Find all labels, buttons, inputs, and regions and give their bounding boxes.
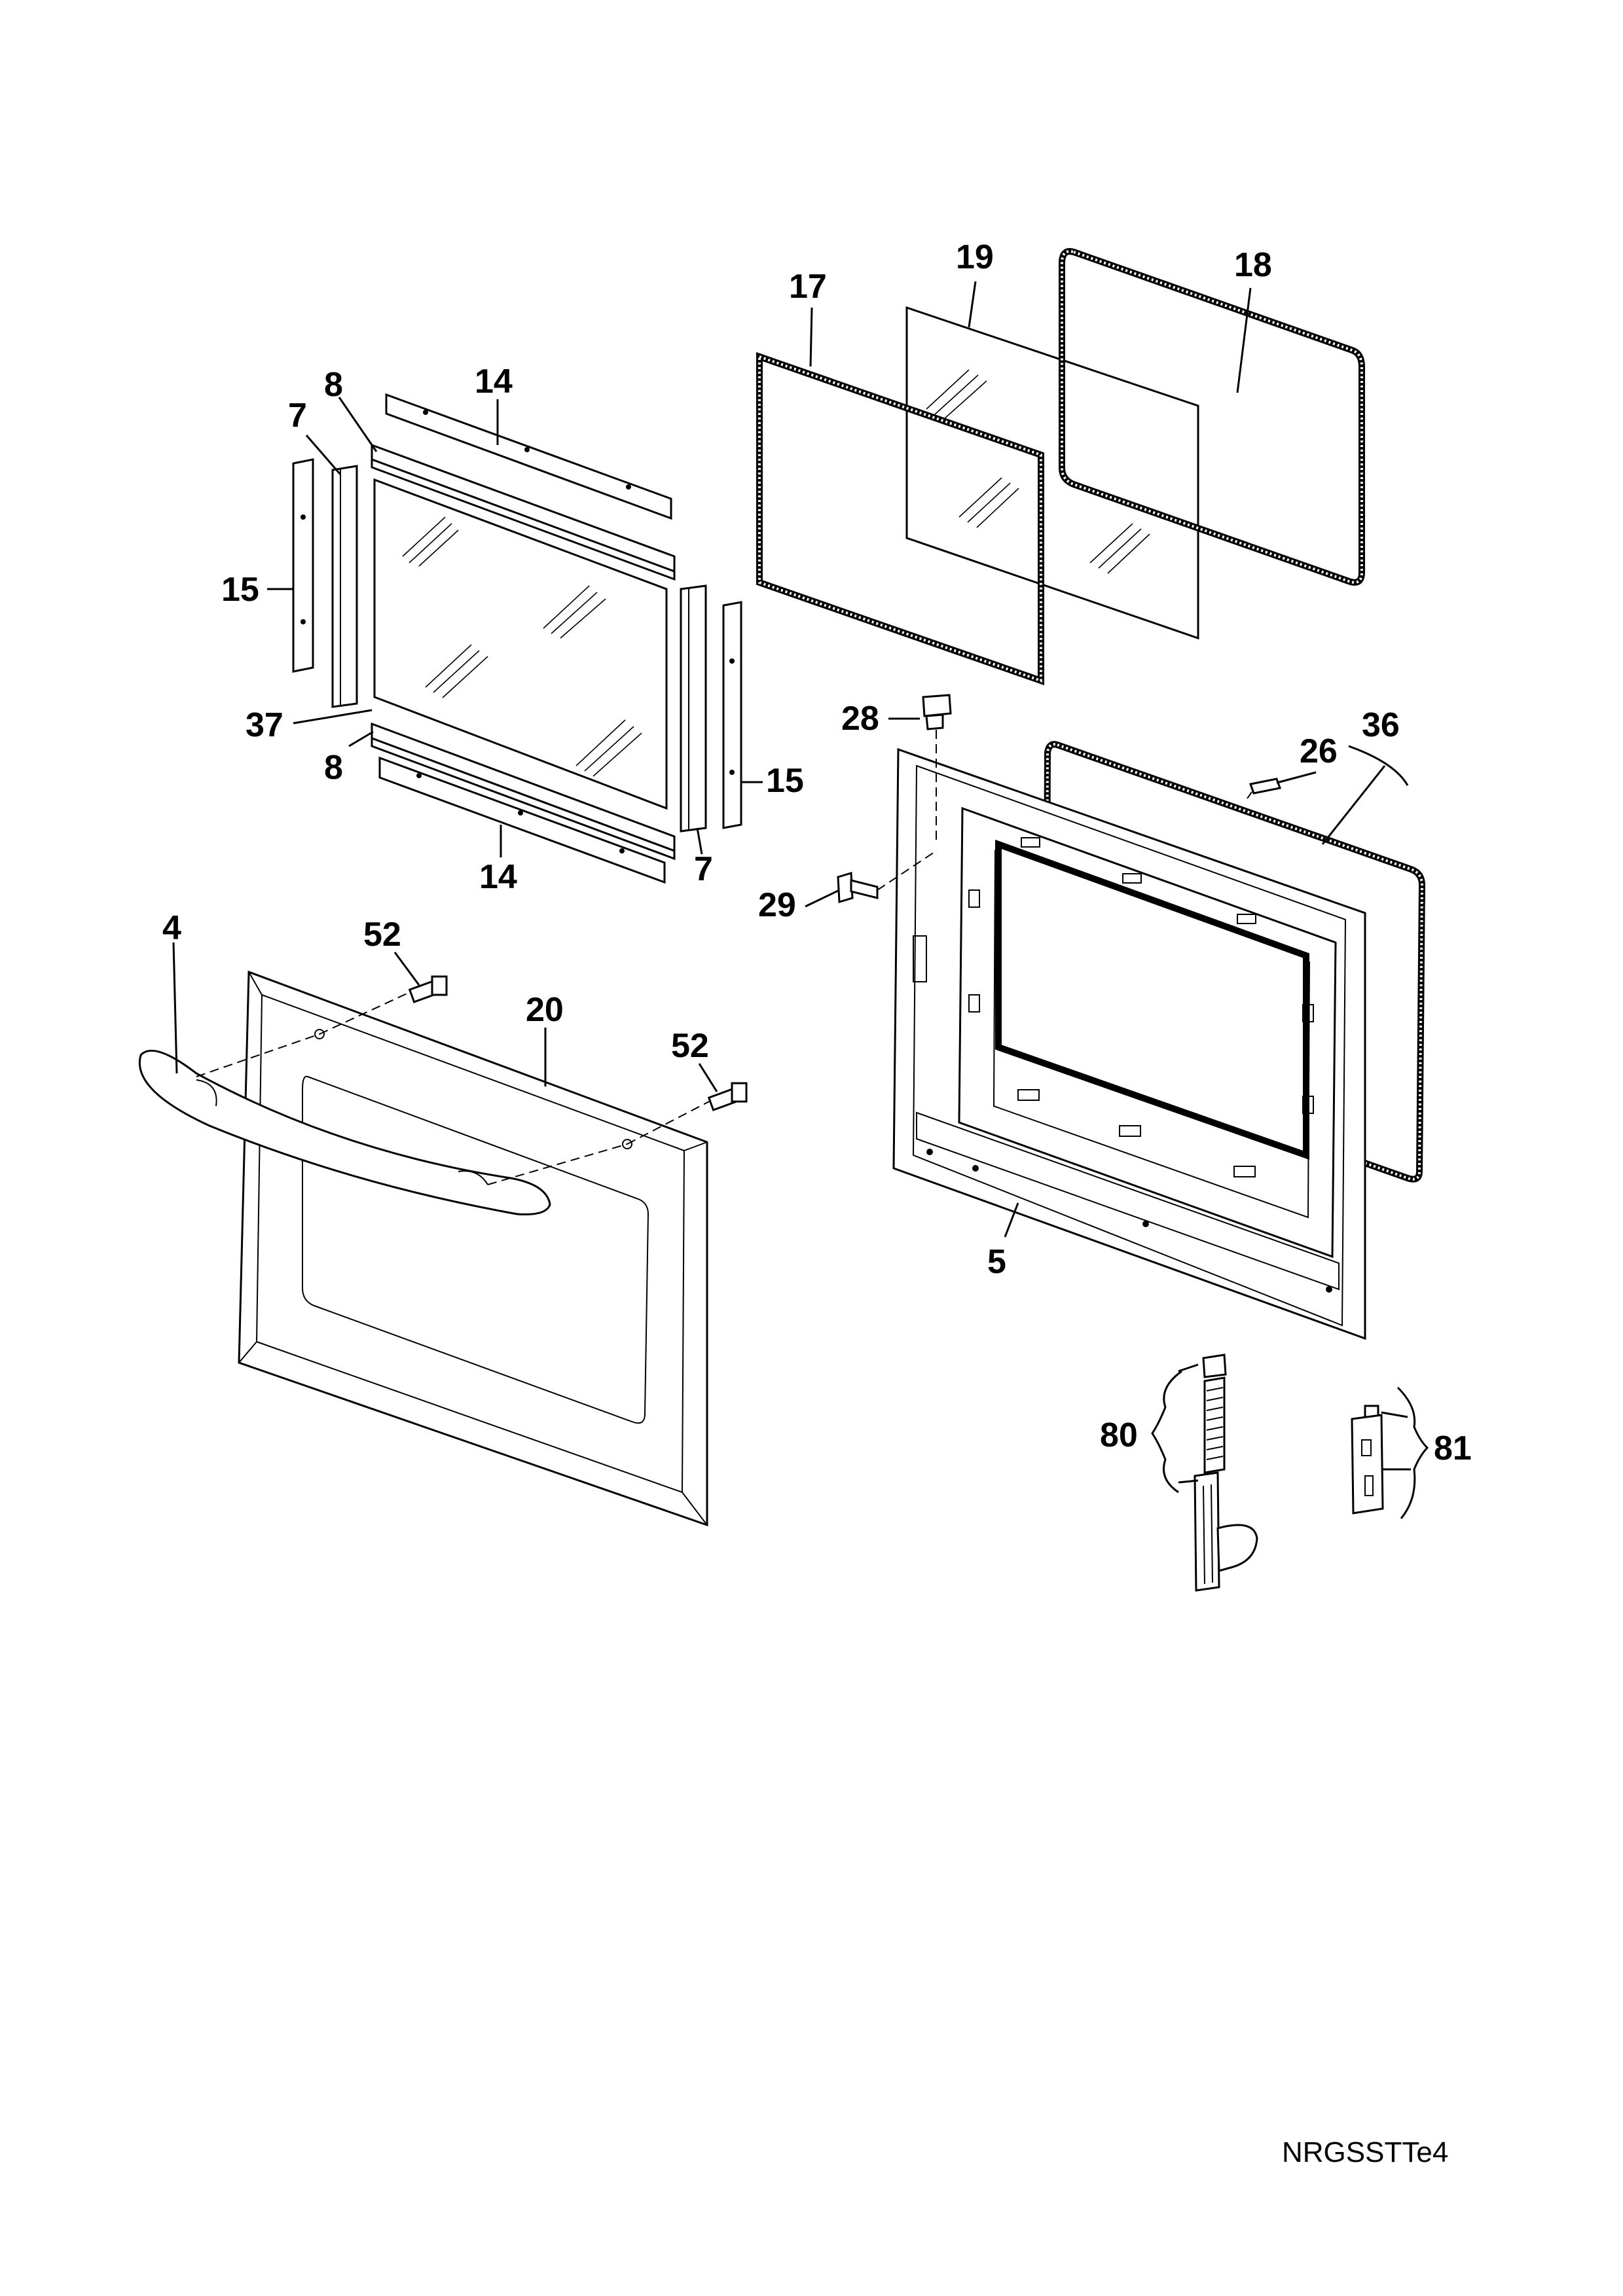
callout-52-right: 52 <box>671 1027 709 1065</box>
callout-5: 5 <box>987 1243 1006 1281</box>
screw-52-right <box>707 1082 748 1111</box>
callout-7-bottom: 7 <box>694 850 713 888</box>
glass-bracket-left-15 <box>292 458 314 673</box>
callout-20: 20 <box>526 991 564 1029</box>
hinge-assembly-80 <box>1151 1354 1258 1592</box>
callout-14-top: 14 <box>475 363 513 401</box>
inner-glass-assembly <box>267 393 763 884</box>
callout-labels: 17 19 18 8 14 7 15 37 8 15 14 7 28 36 26… <box>162 238 1472 2168</box>
callout-15-left: 15 <box>221 571 259 609</box>
bracket-29 <box>837 872 879 903</box>
hinge-assembly-81 <box>1351 1386 1429 1519</box>
callout-18: 18 <box>1234 246 1272 284</box>
callout-17: 17 <box>789 268 827 306</box>
callout-37: 37 <box>246 706 283 744</box>
outer-door-panel-20 <box>238 970 708 1527</box>
callout-52-left: 52 <box>363 916 401 954</box>
inner-door-frame-assembly <box>805 694 1426 1340</box>
callout-28: 28 <box>841 700 879 738</box>
outer-door-assembly <box>138 942 748 1527</box>
glass-side-left-7 <box>331 465 358 708</box>
gasket-glass-group <box>756 248 1365 686</box>
door-handle-4 <box>138 1049 551 1215</box>
callout-19: 19 <box>956 238 994 276</box>
glass-rail-bottom <box>378 756 666 884</box>
glass-bracket-right-15 <box>722 601 742 829</box>
callout-14-bottom: 14 <box>479 858 517 896</box>
callout-26: 26 <box>1300 732 1338 770</box>
callout-4: 4 <box>162 909 181 947</box>
callout-8-bottom: 8 <box>324 749 343 787</box>
callout-81: 81 <box>1434 1429 1472 1467</box>
callout-29: 29 <box>758 886 796 924</box>
door-window <box>302 1075 649 1424</box>
glass-rail-top <box>385 393 672 520</box>
screw-52-left <box>408 975 448 1003</box>
callout-36: 36 <box>1362 706 1400 744</box>
glass-side-right-7 <box>680 584 707 833</box>
callout-8-top: 8 <box>324 366 343 404</box>
clip-28 <box>922 694 952 730</box>
glass-panel-19 <box>905 306 1199 640</box>
callout-15-right: 15 <box>766 762 804 800</box>
catch-26 <box>1247 778 1281 799</box>
glass-panel-37 <box>373 478 668 810</box>
callout-7-top: 7 <box>288 397 307 435</box>
callout-80: 80 <box>1100 1416 1138 1454</box>
drawing-code: NRGSSTTe4 <box>1282 2136 1448 2168</box>
